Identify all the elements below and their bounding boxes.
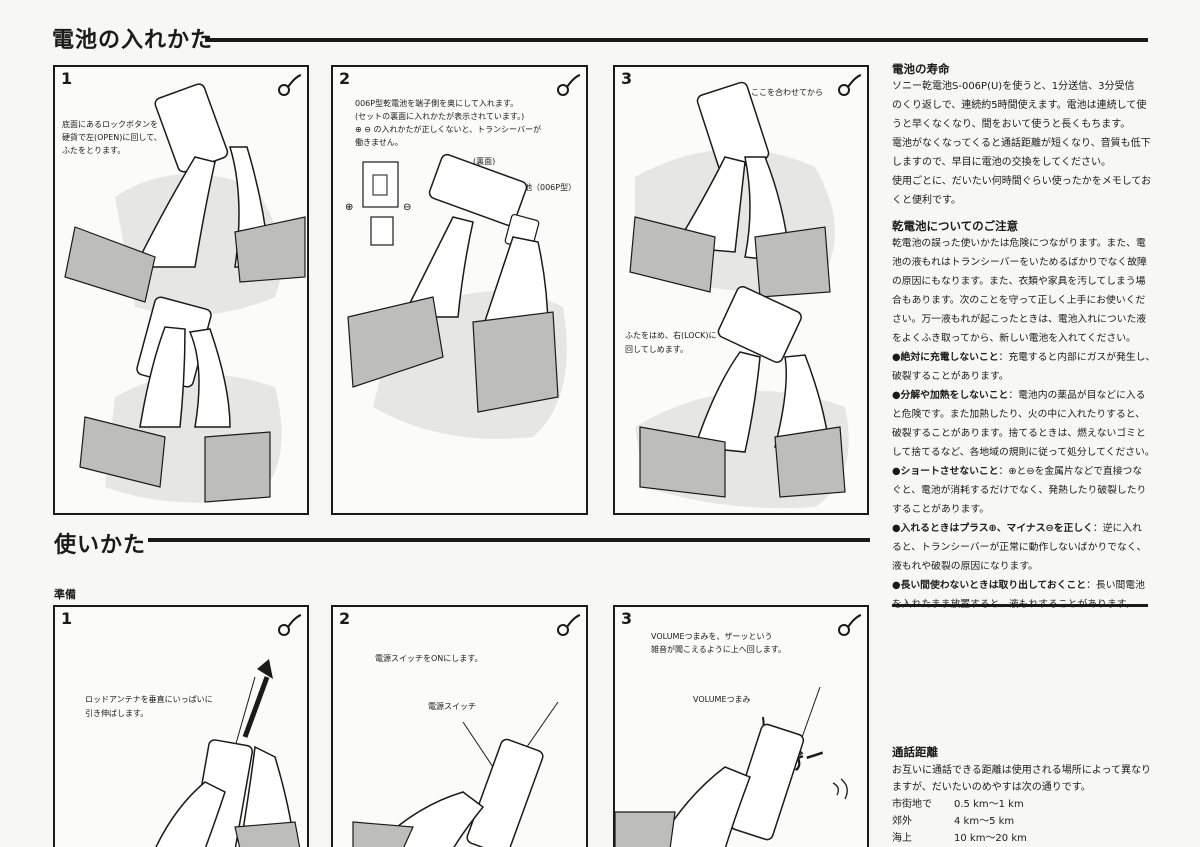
usage-step-1-caption-2: 引き伸ばします。 bbox=[85, 709, 149, 718]
caution-item-3: ●ショートさせないこと：⊕と⊖を金属片などで直接つな bbox=[892, 466, 1143, 477]
caution-item-2-cont-2: 破裂することがあります。捨てるときは、燃えないゴミと bbox=[892, 428, 1146, 439]
battery-life-line-2: のくり返しで、連続約5時間使えます。電池は連続して使 bbox=[892, 100, 1147, 111]
battery-step-3-panel: 3 ここを合わせてから ふたをはめ、右(LOCK)に 回してしめます。 bbox=[613, 65, 869, 515]
battery-caution-intro-2: 池の液もれはトランシーバーをいためるばかりでなく故障 bbox=[892, 257, 1147, 268]
usage-section-title: 使いかた bbox=[54, 533, 147, 558]
battery-life-line-6: 使用ごとに、だいたい何時間ぐらい使ったかをメモしてお bbox=[892, 176, 1152, 187]
usage-step-3-caption-1: VOLUMEつまみを、ザーッという bbox=[651, 632, 773, 641]
caution-item-2: ●分解や加熱をしないこと：電池内の薬品が目などに入る bbox=[892, 390, 1146, 401]
hook-icon bbox=[838, 614, 862, 636]
battery-life-line-5: しますので、早目に電池の交換をしてください。 bbox=[892, 157, 1111, 168]
usage-step-1-panel: 1 ロッドアンテナを垂直にいっぱいに 引き伸ばします。 bbox=[53, 605, 309, 847]
hands-opening-battery-cover-illustration bbox=[64, 83, 306, 503]
hook-icon bbox=[557, 614, 581, 636]
caution-item-3-cont-2: することがあります。 bbox=[892, 504, 989, 515]
caution-item-4: ●入れるときはプラス⊕、マイナス⊖を正しく：逆に入れ bbox=[892, 523, 1142, 534]
battery-step-2-caption-1: 006P型乾電池を端子側を奥にして入れます。 bbox=[355, 99, 519, 108]
battery-life-line-1: ソニー乾電池S-006P(U)を使うと、1分送信、3分受信 bbox=[892, 81, 1135, 92]
right-column-rule bbox=[892, 604, 1148, 607]
battery-caution-section: 乾電池についてのご注意 乾電池の誤った使いかたは危険につながります。また、電 池… bbox=[892, 218, 1160, 614]
battery-caution-intro-3: の原因にもなります。また、衣類や家具を汚してしまう場 bbox=[892, 276, 1146, 287]
battery-step-1-number: 1 bbox=[61, 69, 73, 88]
caution-item-1-cont: 破裂することがあります。 bbox=[892, 371, 1009, 382]
battery-life-line-3: うと早くなくなり、間をおいて使うと長くもちます。 bbox=[892, 119, 1131, 130]
caution-item-3-cont-1: ぐと、電池が消耗するだけでなく、発熱したり破裂したり bbox=[892, 485, 1147, 496]
svg-text:⊖: ⊖ bbox=[403, 202, 411, 213]
usage-section-rule bbox=[148, 538, 870, 542]
battery-step-3-align-caption: ここを合わせてから bbox=[751, 88, 823, 97]
power-switch-illustration bbox=[352, 701, 559, 847]
battery-life-line-4: 電池がなくなってくると通話距離が短くなり、音質も低下 bbox=[892, 138, 1151, 149]
preparation-subtitle: 準備 bbox=[54, 588, 76, 601]
battery-section-title: 電池の入れかた bbox=[52, 28, 214, 53]
battery-step-1-panel: 1 底面にあるロックボタンを 硬貨で左(OPEN)に回して、 ふたをとります。 bbox=[53, 65, 309, 515]
battery-006p-label: 電池（006P型） bbox=[516, 183, 577, 192]
battery-caution-intro-5: さい。万一液もれが起こったときは、電池入れについた液 bbox=[892, 314, 1147, 325]
battery-caution-intro-1: 乾電池の誤った使いかたは危険につながります。また、電 bbox=[892, 238, 1146, 249]
volume-knob-illustration bbox=[615, 686, 848, 847]
talk-range-heading: 通話距離 bbox=[892, 745, 938, 759]
talk-range-line-2: ますが、だいたいのめやすは次の通りです。 bbox=[892, 782, 1091, 793]
battery-step-3-caption-2: 回してしめます。 bbox=[625, 345, 688, 354]
usage-step-2-caption: 電源スイッチをONにします。 bbox=[375, 654, 483, 663]
caution-item-5: ●長い間使わないときは取り出しておくこと：長い間電池 bbox=[892, 580, 1145, 591]
battery-life-heading: 電池の寿命 bbox=[892, 62, 950, 76]
caution-item-2-cont-3: して捨てるなど、各地域の規則に従って処分してください。 bbox=[892, 447, 1155, 458]
hook-icon bbox=[278, 74, 302, 96]
battery-caution-intro-6: をよくふき取ってから、新しい電池を入れてください。 bbox=[892, 333, 1136, 344]
usage-step-3-panel: 3 VOLUMEつまみを、ザーッという 雑音が聞こえるように上へ回します。 VO… bbox=[613, 605, 869, 847]
talk-range-section: 通話距離 お互いに通話できる距離は使用される場所によって異なり ますが、だいたい… bbox=[892, 742, 1160, 847]
battery-step-2-panel: 2 006P型乾電池を端子側を奥にして入れます。 (セットの裏面に入れかたが表示… bbox=[331, 65, 588, 515]
usage-step-1-caption-1: ロッドアンテナを垂直にいっぱいに bbox=[85, 695, 213, 704]
battery-step-3-caption-1: ふたをはめ、右(LOCK)に bbox=[625, 331, 717, 340]
hands-closing-battery-cover-illustration bbox=[629, 81, 849, 509]
battery-step-1-caption-1: 底面にあるロックボタンを bbox=[62, 120, 158, 129]
battery-step-2-caption-3: ⊕ ⊖ の入れかたが正しくないと、トランシーバーが bbox=[355, 125, 542, 134]
battery-step-2-caption-2: (セットの裏面に入れかたが表示されています。) bbox=[355, 112, 525, 121]
hook-icon bbox=[838, 74, 862, 96]
battery-section-rule bbox=[205, 38, 1148, 42]
usage-step-2-panel: 2 電源スイッチをONにします。 電源スイッチ bbox=[331, 605, 588, 847]
caution-item-1: ●絶対に充電しないこと：充電すると内部にガスが発生し、 bbox=[892, 352, 1156, 363]
battery-step-1-caption-3: ふたをとります。 bbox=[62, 146, 126, 155]
antenna-extend-illustration bbox=[155, 659, 301, 847]
battery-insertion-illustration: ⊕ ⊖ bbox=[345, 153, 567, 439]
battery-life-section: 電池の寿命 ソニー乾電池S-006P(U)を使うと、1分送信、3分受信 のくり返… bbox=[892, 61, 1157, 210]
usage-step-3-number: 3 bbox=[621, 609, 633, 628]
usage-step-3-caption-2: 雑音が聞こえるように上へ回します。 bbox=[651, 645, 786, 654]
power-switch-label: 電源スイッチ bbox=[428, 702, 476, 711]
battery-caution-heading: 乾電池についてのご注意 bbox=[892, 219, 1019, 233]
svg-text:⊕: ⊕ bbox=[345, 202, 353, 213]
battery-step-2-number: 2 bbox=[339, 69, 351, 88]
caution-item-4-cont-2: 液もれや破裂の原因になります。 bbox=[892, 561, 1038, 572]
battery-life-line-7: くと便利です。 bbox=[892, 195, 961, 206]
battery-step-3-number: 3 bbox=[621, 69, 633, 88]
battery-caution-intro-4: 合もあります。次のことを守って正しく上手にお使いくだ bbox=[892, 295, 1146, 306]
volume-knob-label: VOLUMEつまみ bbox=[693, 695, 751, 704]
back-side-label: (裏面) bbox=[473, 157, 496, 166]
battery-step-2-caption-4: 働きません。 bbox=[355, 138, 403, 147]
usage-step-2-number: 2 bbox=[339, 609, 351, 628]
hook-icon bbox=[557, 74, 581, 96]
battery-step-1-caption-2: 硬貨で左(OPEN)に回して、 bbox=[62, 133, 162, 142]
hook-icon bbox=[278, 614, 302, 636]
caution-item-2-cont-1: と危険です。また加熱したり、火の中に入れたりすると、 bbox=[892, 409, 1145, 420]
usage-step-1-number: 1 bbox=[61, 609, 73, 628]
talk-range-line-1: お互いに通話できる距離は使用される場所によって異なり bbox=[892, 765, 1151, 776]
up-arrow-icon bbox=[257, 659, 273, 679]
caution-item-4-cont-1: ると、トランシーバーが正常に動作しないばかりでなく、 bbox=[892, 542, 1147, 553]
